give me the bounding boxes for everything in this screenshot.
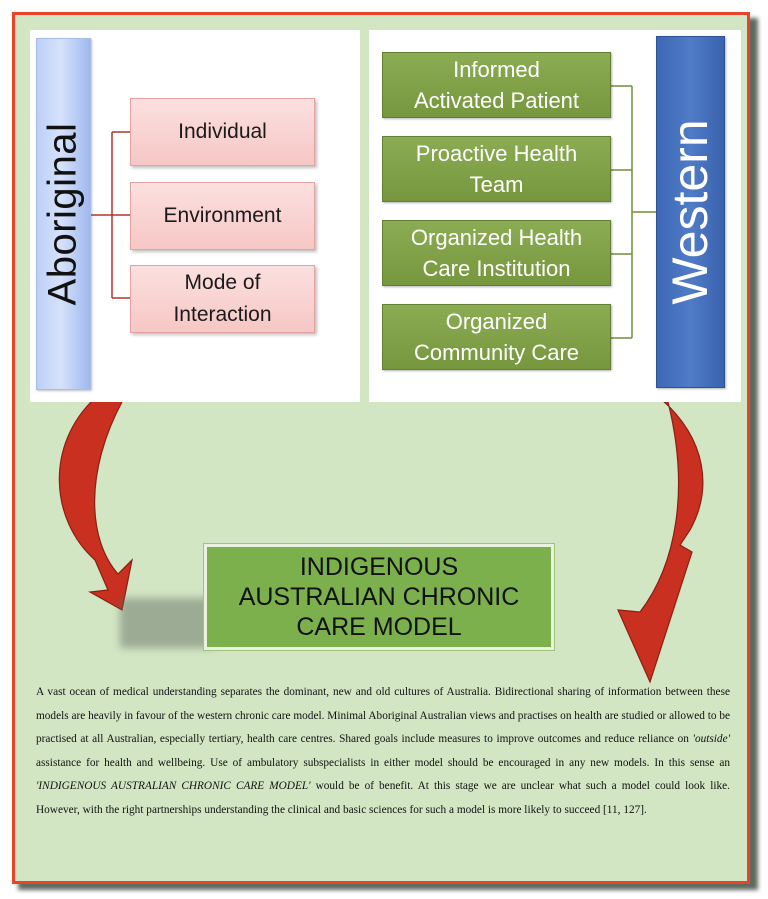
western-item-informed-activated-patient: Informed Activated Patient [382, 52, 611, 118]
left-curved-arrow [58, 397, 133, 611]
paragraph-part-3: would be of benefit. At this stage we ar… [36, 780, 730, 816]
western-item-label: Organized Community Care [413, 309, 580, 365]
western-title: Western [662, 119, 718, 305]
western-item-proactive-health-team: Proactive Health Team [382, 136, 611, 202]
western-item-label: Informed Activated Patient [413, 57, 580, 113]
paragraph-emphasis-outside: 'outside' [692, 733, 730, 746]
aboriginal-bar [36, 38, 91, 390]
aboriginal-item-label: Individual [178, 120, 267, 143]
western-item-label: Proactive Health Team [415, 141, 578, 197]
indigenous-model-box: INDIGENOUS AUSTRALIAN CHRONIC CARE MODEL [204, 544, 554, 650]
aboriginal-item-mode-of-interaction: Mode of Interaction [130, 265, 315, 333]
indigenous-model-label: INDIGENOUS AUSTRALIAN CHRONIC CARE MODEL [238, 553, 520, 641]
aboriginal-item-individual: Individual [130, 98, 315, 166]
paragraph-part-1: A vast ocean of medical understanding se… [36, 686, 730, 746]
western-item-organized-health-care-institution: Organized Health Care Institution [382, 220, 611, 286]
description-paragraph: A vast ocean of medical understanding se… [36, 681, 730, 823]
aboriginal-item-label: Mode of Interaction [173, 271, 272, 326]
right-curved-arrow [617, 397, 704, 684]
aboriginal-item-environment: Environment [130, 182, 315, 250]
paragraph-emphasis-model: 'INDIGENOUS AUSTRALIAN CHRONIC CARE MODE… [36, 780, 311, 793]
western-item-organized-community-care: Organized Community Care [382, 304, 611, 370]
model-box-shadow [120, 598, 215, 648]
western-item-label: Organized Health Care Institution [410, 225, 583, 281]
western-bar [656, 36, 725, 388]
aboriginal-item-label: Environment [163, 204, 282, 227]
paragraph-part-2: assistance for health and wellbeing. Use… [36, 756, 730, 769]
